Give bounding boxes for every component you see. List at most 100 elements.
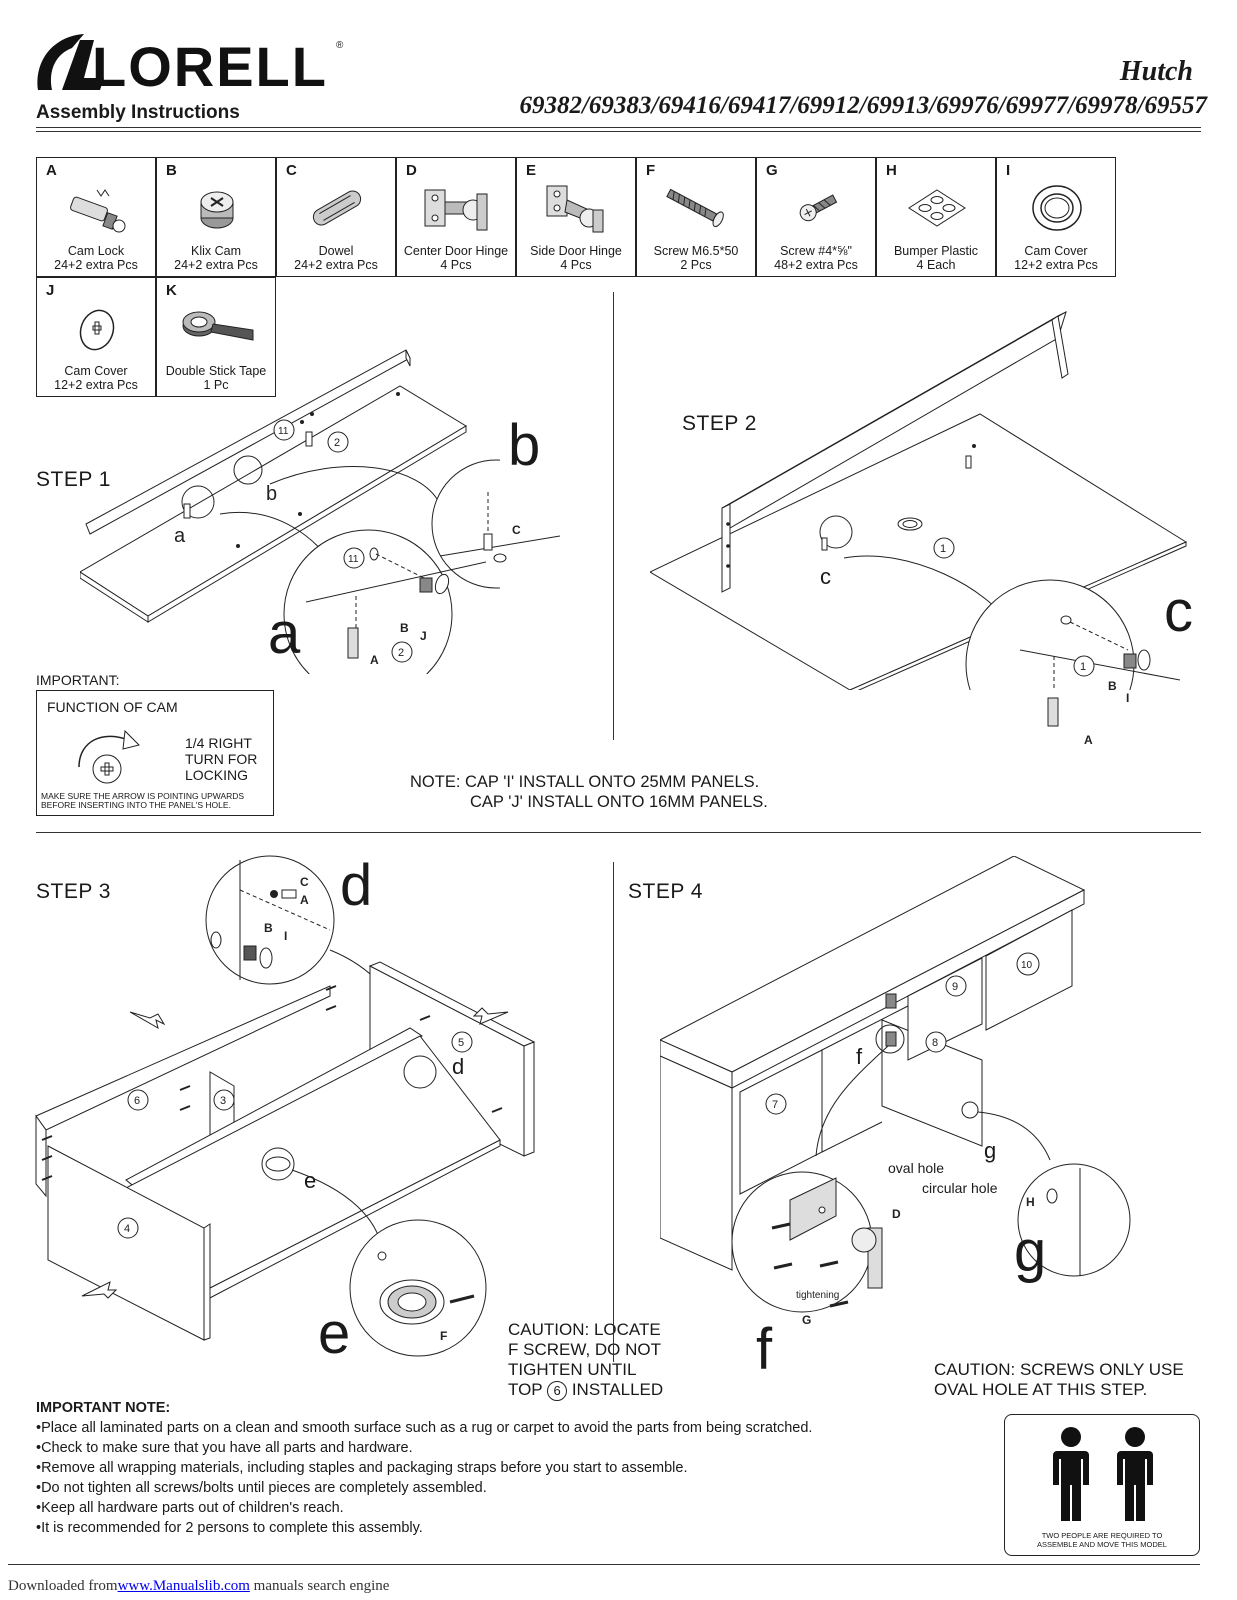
svg-text:2: 2 xyxy=(334,437,340,449)
part-name: Double Stick Tape xyxy=(165,364,267,378)
arrow-note: MAKE SURE THE ARROW IS POINTING UPWARDS … xyxy=(41,791,245,810)
part-cell-j: J Cam Cover 12+2 extra Pcs xyxy=(36,277,156,397)
turn-line-2: TURN FOR xyxy=(185,751,258,767)
svg-text:C: C xyxy=(512,523,521,537)
footer-prefix: Downloaded from xyxy=(8,1578,118,1594)
document-subtitle: Assembly Instructions xyxy=(36,102,240,123)
step-3-diagram: C A B I 6 3 5 4 F xyxy=(35,855,536,1357)
part-qty: 1 Pc xyxy=(203,378,229,392)
svg-text:8: 8 xyxy=(932,1037,938,1049)
callout-d-small: d xyxy=(452,1054,465,1079)
list-item: Place all laminated parts on a clean and… xyxy=(36,1418,812,1438)
detail-a-diagram: 11 A B J 2 xyxy=(306,547,486,667)
two-people-line-1: TWO PEOPLE ARE REQUIRED TO xyxy=(1041,1531,1163,1540)
callout-g-large: g xyxy=(1014,1219,1047,1284)
model-numbers: 69382/69383/69416/69417/69912/69913/6997… xyxy=(519,92,1207,119)
manualslib-link[interactable]: www.Manualslib.com xyxy=(117,1578,250,1594)
two-people-icon xyxy=(1053,1427,1153,1521)
callout-c-large: c xyxy=(1164,579,1193,644)
part-qty: 24+2 extra Pcs xyxy=(294,258,378,272)
footer-suffix: manuals search engine xyxy=(249,1578,390,1594)
svg-text:C: C xyxy=(300,875,309,889)
footer: Downloaded fromwww.Manualslib.com manual… xyxy=(8,1578,389,1595)
callout-d-large: d xyxy=(340,853,373,918)
callout-b-small: b xyxy=(266,483,277,505)
part-qty: 4 Pcs xyxy=(440,258,472,272)
part-cell-d: D Center Door Hinge 4 Pcs xyxy=(396,157,516,277)
part-name: Cam Cover xyxy=(1024,244,1088,258)
step-divider-top xyxy=(613,292,614,740)
long-screw-icon xyxy=(666,188,724,228)
caution-3-line-4: TOP 6 INSTALLED xyxy=(508,1380,688,1401)
svg-text:5: 5 xyxy=(458,1037,464,1049)
part-qty: 12+2 extra Pcs xyxy=(1014,258,1098,272)
header-rule-2 xyxy=(36,131,1201,132)
part-name: Bumper Plastic xyxy=(893,244,979,258)
callout-e-large: e xyxy=(318,1301,351,1366)
svg-text:6: 6 xyxy=(134,1095,140,1107)
dowel-icon xyxy=(312,190,362,226)
list-item: Keep all hardware parts out of children'… xyxy=(36,1498,812,1518)
svg-text:7: 7 xyxy=(772,1099,778,1111)
detail-b-diagram: C xyxy=(440,492,560,563)
callout-c-small: c xyxy=(820,564,831,589)
caution-4-line-2: OVAL HOLE AT THIS STEP. xyxy=(934,1380,1148,1399)
part-cell-f: F Screw M6.5*50 2 Pcs xyxy=(636,157,756,277)
part-cell-a: A Cam Lock 24+2 extra Pcs xyxy=(36,157,156,277)
turn-line-3: LOCKING xyxy=(185,767,249,783)
part-qty: 48+2 extra Pcs xyxy=(774,258,858,272)
callout-e-small: e xyxy=(304,1168,317,1193)
important-note: IMPORTANT NOTE: Place all laminated part… xyxy=(36,1398,812,1538)
caution-4-line-1: CAUTION: SCREWS ONLY USE xyxy=(934,1360,1184,1379)
part-name: Screw M6.5*50 xyxy=(653,244,739,258)
part-name: Cam Cover xyxy=(64,364,128,378)
header-rule xyxy=(36,127,1201,128)
detail-c-diagram: 1 A B I xyxy=(1020,615,1180,747)
klix-cam-icon xyxy=(200,191,234,229)
part-cell-c: C Dowel 24+2 extra Pcs xyxy=(276,157,396,277)
part-cell-e: E Side Door Hinge 4 Pcs xyxy=(516,157,636,277)
part-name: Center Door Hinge xyxy=(403,244,509,258)
caution-3-top: TOP xyxy=(508,1380,543,1399)
part-cell-b: B Klix Cam 24+2 extra Pcs xyxy=(156,157,276,277)
svg-text:1: 1 xyxy=(940,543,946,555)
callout-a-large: a xyxy=(268,601,301,666)
svg-text:B: B xyxy=(400,621,409,635)
svg-text:10: 10 xyxy=(1021,960,1033,971)
callout-b-large: b xyxy=(508,413,541,478)
part-cell-h: H Bumper Plastic 4 Each xyxy=(876,157,996,277)
caution-3-installed: INSTALLED xyxy=(571,1380,664,1399)
svg-text:D: D xyxy=(892,1207,901,1221)
part-letter: E xyxy=(526,162,537,179)
svg-text:F: F xyxy=(440,1329,447,1343)
part-qty: 24+2 extra Pcs xyxy=(174,258,258,272)
cap-note-line-1: NOTE: CAP 'I' INSTALL ONTO 25MM PANELS. xyxy=(410,773,760,791)
svg-text:A: A xyxy=(300,893,309,907)
center-hinge-icon xyxy=(424,189,488,231)
important-label: IMPORTANT: xyxy=(36,672,120,688)
step-4-title: STEP 4 xyxy=(628,880,703,903)
list-item: Check to make sure that you have all par… xyxy=(36,1438,812,1458)
caution-step-3: CAUTION: LOCATE F SCREW, DO NOT TIGHTEN … xyxy=(508,1320,688,1401)
part-cell-g: G Screw #4*⅝" 48+2 extra Pcs xyxy=(756,157,876,277)
part-qty: 4 Each xyxy=(916,258,956,272)
list-item: It is recommended for 2 persons to compl… xyxy=(36,1518,812,1538)
svg-text:11: 11 xyxy=(278,426,289,437)
oval-hole-label: oval hole xyxy=(888,1160,945,1176)
part-qty: 24+2 extra Pcs xyxy=(54,258,138,272)
callout-g-small: g xyxy=(984,1138,997,1163)
svg-text:3: 3 xyxy=(220,1095,226,1107)
svg-text:G: G xyxy=(802,1313,811,1326)
svg-text:B: B xyxy=(264,921,273,935)
lorell-logo: LORELL xyxy=(37,34,328,94)
svg-text:LORELL: LORELL xyxy=(92,35,328,94)
tape-roll-icon xyxy=(182,311,254,341)
cam-lock-icon xyxy=(70,189,126,233)
product-name: Hutch xyxy=(1119,56,1193,87)
tightening-label: tightening xyxy=(796,1290,839,1301)
part-letter: J xyxy=(46,282,55,299)
cam-cover-disc-icon xyxy=(79,309,115,351)
cam-function-title: FUNCTION OF CAM xyxy=(47,699,178,715)
part-letter: C xyxy=(286,162,297,179)
important-note-heading: IMPORTANT NOTE: xyxy=(36,1400,171,1416)
